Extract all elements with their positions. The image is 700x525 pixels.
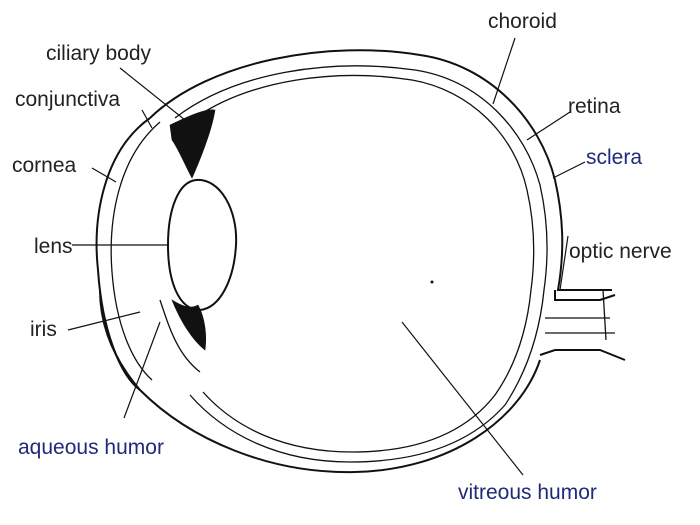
ciliary-body-leader bbox=[120, 68, 195, 128]
cornea-leader bbox=[92, 168, 116, 182]
ciliary-body-label: ciliary body bbox=[46, 42, 151, 66]
cornea-outline bbox=[97, 118, 150, 390]
conjunctiva-leader bbox=[142, 110, 152, 128]
iris-label: iris bbox=[30, 318, 57, 342]
optic-nerve-outline bbox=[540, 290, 625, 360]
choroid-label: choroid bbox=[488, 10, 557, 34]
cornea-label: cornea bbox=[12, 154, 76, 178]
upper-ciliary-tissue bbox=[170, 110, 215, 178]
aqueous-humor-label: aqueous humor bbox=[18, 436, 164, 460]
choroid-outline bbox=[175, 66, 547, 462]
sclera-leader bbox=[553, 162, 585, 178]
lens-label: lens bbox=[34, 235, 73, 259]
optic-nerve-label: optic nerve bbox=[569, 240, 672, 264]
conjunctiva-label: conjunctiva bbox=[15, 88, 120, 112]
vitreous-humor-leader bbox=[402, 322, 523, 475]
sclera-label: sclera bbox=[586, 146, 642, 170]
retina-leader bbox=[527, 112, 570, 140]
retina-label: retina bbox=[568, 95, 621, 119]
lens-outline bbox=[168, 180, 236, 310]
retina-outline bbox=[195, 76, 534, 452]
vitreous-humor-label: vitreous humor bbox=[458, 481, 597, 505]
